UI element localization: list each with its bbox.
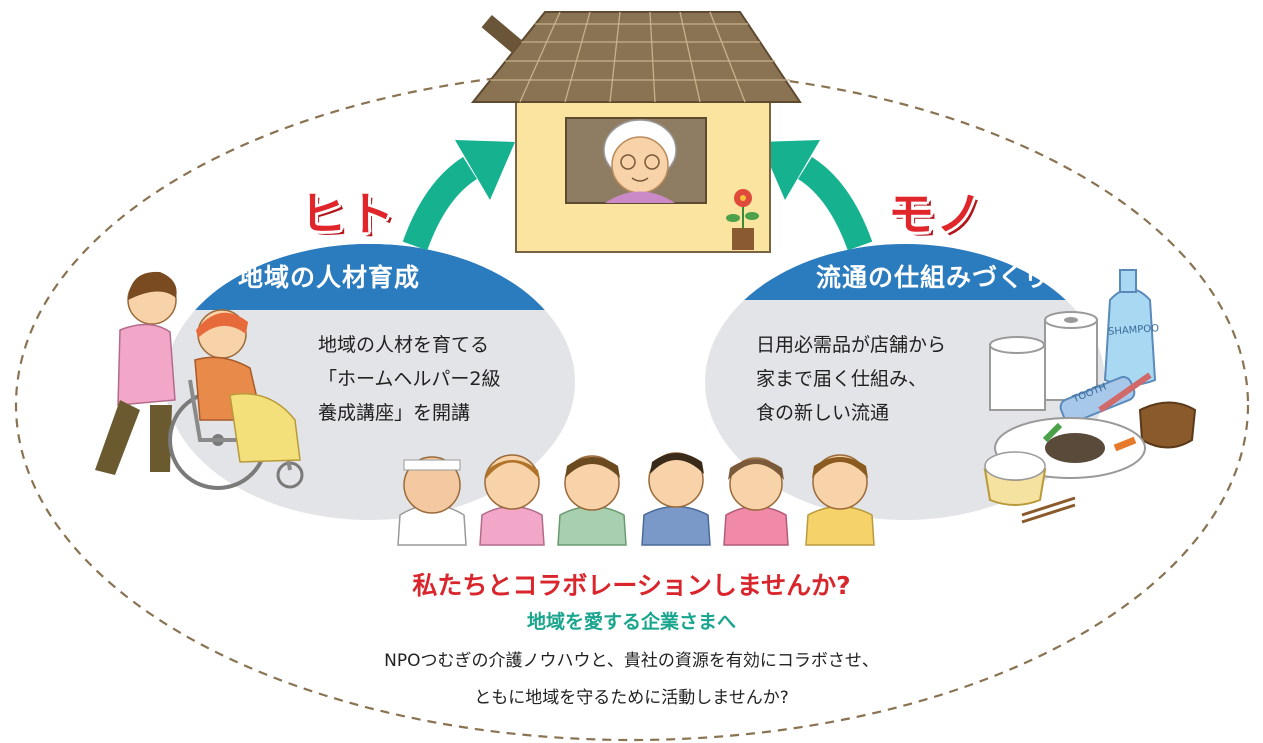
- right-bubble-line: 日用必需品が店舗から: [756, 334, 947, 356]
- left-bubble-title: 地域の人材育成: [238, 263, 421, 292]
- mono-label: モノ: [888, 187, 984, 241]
- right-bubble-text: 日用必需品が店舗から 家まで届く仕組み、 食の新しい流通: [756, 328, 946, 430]
- left-bubble-line: 「ホームヘルパー2級: [318, 368, 501, 390]
- left-bubble-line: 養成講座」を開講: [318, 402, 471, 424]
- people-illustration: [397, 452, 875, 546]
- arrow-left: [402, 140, 515, 251]
- left-bubble-text: 地域の人材を育てる 「ホームヘルパー2級 養成講座」を開講: [318, 328, 501, 430]
- caregiver-illustration: [95, 271, 304, 490]
- footer-body-line-1: NPOつむぎの介護ノウハウと、貴社の資源を有効にコラボさせ、: [384, 651, 879, 671]
- left-bubble-line: 地域の人材を育てる: [318, 334, 490, 356]
- right-bubble-title: 流通の仕組みづくり: [816, 263, 1051, 292]
- right-bubble-line: 家まで届く仕組み、: [756, 368, 928, 390]
- house-illustration: [470, 11, 802, 253]
- arrow-right: [760, 140, 873, 251]
- hito-label: ヒト: [300, 187, 396, 241]
- daily-goods-illustration: [983, 269, 1197, 524]
- footer-body-line-2: ともに地域を守るために活動しませんか?: [474, 688, 789, 708]
- footer-headline: 私たちとコラボレーションしませんか?: [412, 571, 851, 600]
- right-bubble-line: 食の新しい流通: [756, 402, 890, 424]
- footer-subheading: 地域を愛する企業さまへ: [526, 611, 736, 633]
